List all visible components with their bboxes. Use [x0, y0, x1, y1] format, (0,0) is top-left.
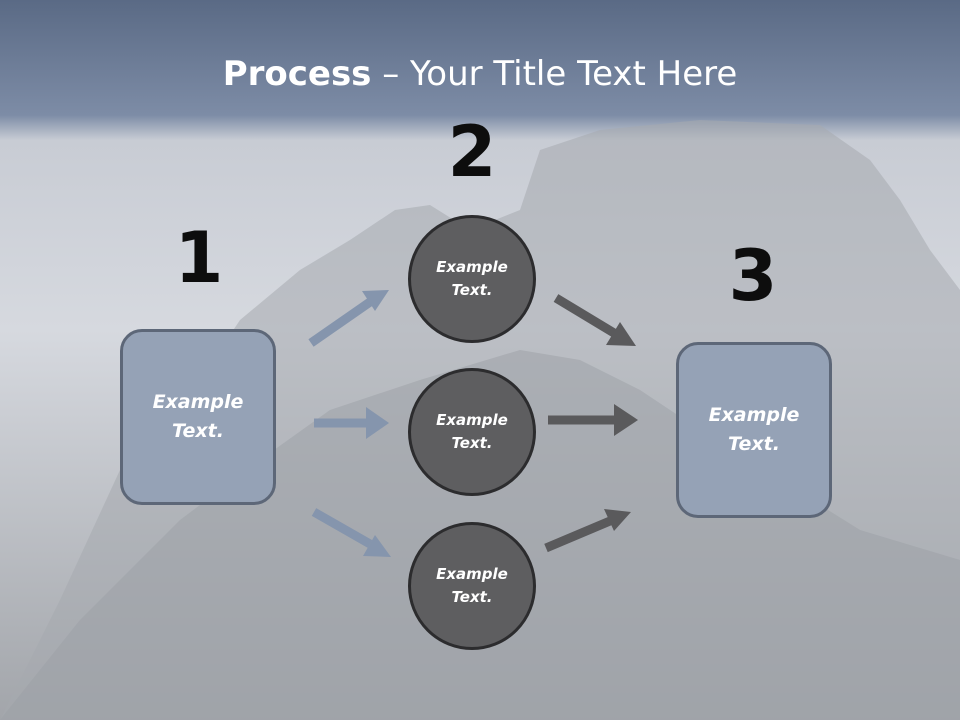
arrow-to-top-node — [308, 290, 389, 347]
node-top[interactable]: Example Text. — [408, 215, 536, 343]
node-middle-label: Example Text. — [436, 411, 508, 452]
step-2-number: 2 — [447, 111, 497, 193]
arrow-from-top-node — [553, 294, 636, 346]
arrow-to-bottom-node — [311, 508, 391, 557]
step-1-label: Example Text. — [152, 391, 244, 442]
node-top-label: Example Text. — [436, 258, 508, 299]
node-bottom[interactable]: Example Text. — [408, 522, 536, 650]
node-bottom-label: Example Text. — [436, 565, 508, 606]
arrow-from-middle-node — [548, 404, 638, 436]
step-1-box[interactable]: Example Text. — [120, 329, 276, 505]
title-bold: Process — [222, 54, 372, 94]
step-1-number: 1 — [174, 217, 224, 299]
step-3-label: Example Text. — [708, 404, 800, 455]
arrow-from-bottom-node — [544, 509, 631, 553]
title-rest: – Your Title Text Here — [371, 54, 738, 94]
step-3-number: 3 — [728, 235, 778, 317]
slide-title: Process – Your Title Text Here — [0, 50, 960, 98]
step-3-box[interactable]: Example Text. — [676, 342, 832, 518]
arrow-to-middle-node — [314, 407, 389, 439]
node-middle[interactable]: Example Text. — [408, 368, 536, 496]
